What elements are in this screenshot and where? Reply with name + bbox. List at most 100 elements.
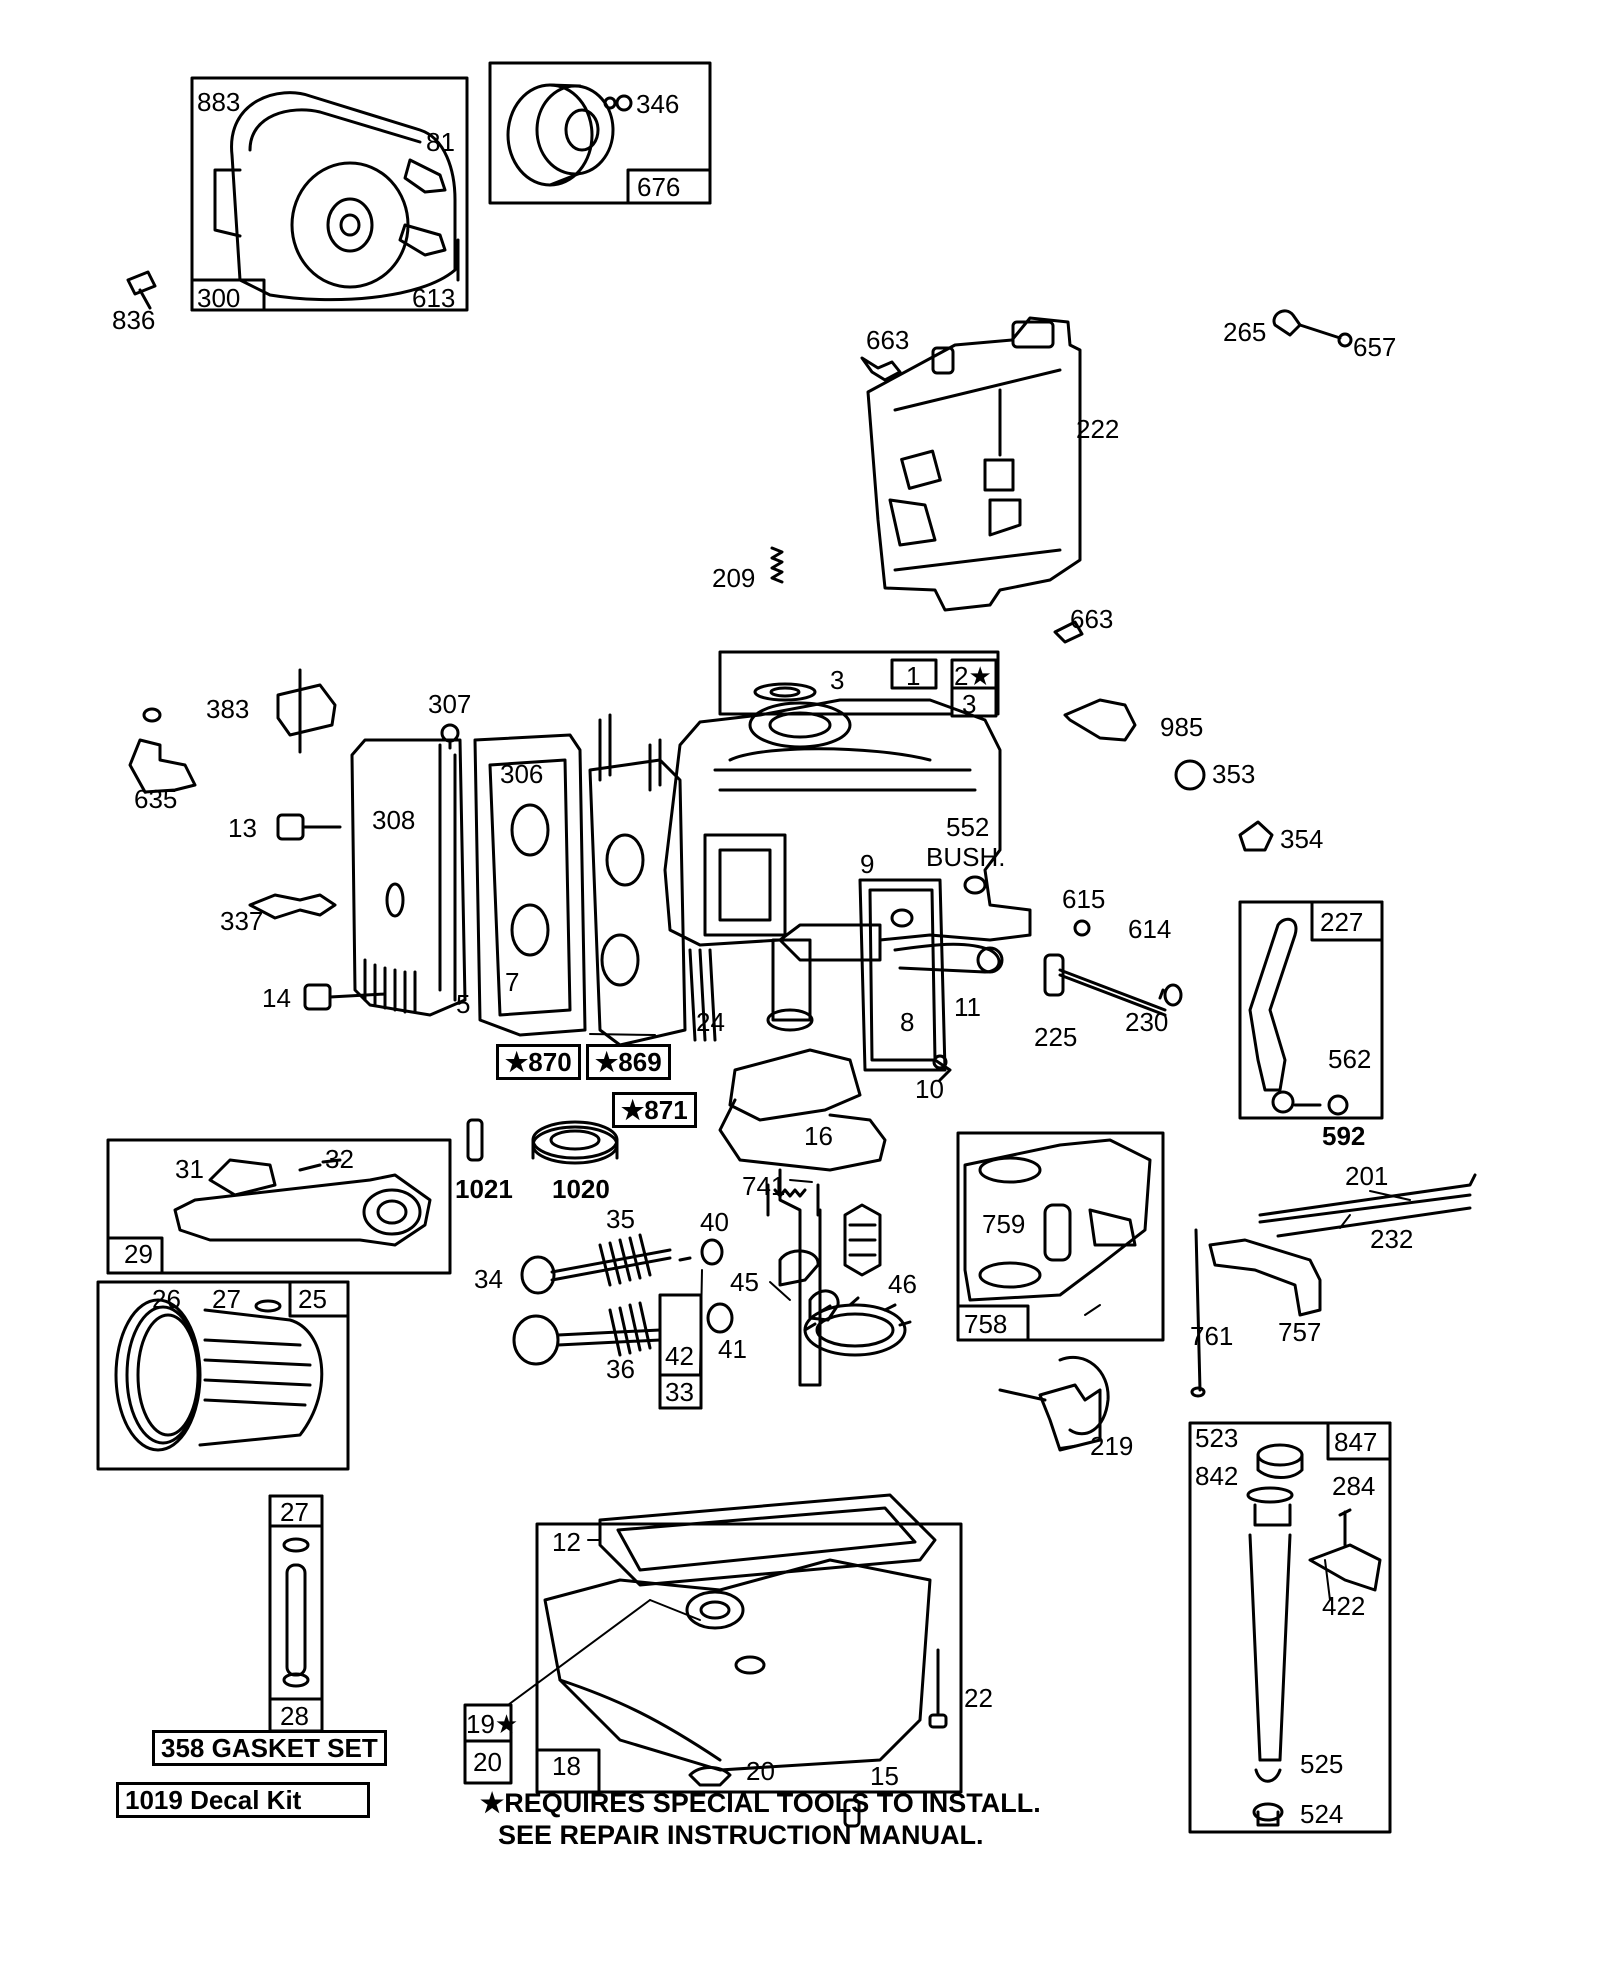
screw-836-drawing bbox=[126, 270, 157, 310]
part-label-8: 8 bbox=[900, 1007, 915, 1037]
part-label-32: 32 bbox=[325, 1144, 354, 1174]
group-box-flywheel bbox=[488, 61, 712, 205]
part-label-18: 18 bbox=[552, 1751, 581, 1781]
screws-663-drawing bbox=[860, 356, 1084, 644]
part-label-3-box: 3 bbox=[962, 689, 977, 719]
small-parts-right-drawing bbox=[1043, 698, 1274, 1017]
part-label-81: 81 bbox=[426, 127, 455, 157]
part-label-1020: 1020 bbox=[552, 1174, 610, 1204]
part-label-306: 306 bbox=[500, 759, 544, 789]
connecting-rod-drawing bbox=[173, 1158, 432, 1247]
group-box-bracket bbox=[956, 1131, 1165, 1342]
part-label-27-gasket: 27 bbox=[280, 1497, 309, 1527]
part-label-230: 230 bbox=[1125, 1007, 1169, 1037]
part-label-11: 11 bbox=[954, 992, 981, 1022]
part-label-16: 16 bbox=[804, 1121, 833, 1151]
part-label-761: 761 bbox=[1190, 1321, 1234, 1351]
special-tools-note-line-2: SEE REPAIR INSTRUCTION MANUAL. bbox=[498, 1820, 984, 1850]
part-label-209: 209 bbox=[712, 563, 756, 593]
part-label-985: 985 bbox=[1160, 712, 1204, 742]
governor-lever-drawing bbox=[1208, 1238, 1322, 1317]
part-label-524: 524 bbox=[1300, 1799, 1344, 1829]
cylinder-block-drawing bbox=[663, 682, 1032, 962]
part-label-19-star: 19★ bbox=[466, 1709, 519, 1739]
part-label-34: 34 bbox=[474, 1264, 503, 1294]
part-label-35: 35 bbox=[606, 1204, 635, 1234]
part-label-847: 847 bbox=[1334, 1427, 1378, 1457]
part-label-201: 201 bbox=[1345, 1161, 1389, 1191]
part-label-40: 40 bbox=[700, 1207, 729, 1237]
part-label-227: 227 bbox=[1320, 907, 1364, 937]
part-label-1019-decal-kit: 1019 Decal Kit bbox=[116, 1782, 370, 1818]
part-label-842: 842 bbox=[1195, 1461, 1239, 1491]
part-label-663-top: 663 bbox=[866, 325, 910, 355]
part-label-523: 523 bbox=[1195, 1423, 1239, 1453]
part-label-31: 31 bbox=[175, 1154, 204, 1184]
sump-drawing bbox=[543, 1493, 948, 1828]
part-label-20-bottom: 20 bbox=[746, 1756, 775, 1786]
link-rods-drawing bbox=[1190, 1173, 1477, 1398]
part-label-346: 346 bbox=[636, 89, 680, 119]
group-box-sump bbox=[463, 1522, 963, 1794]
part-label-592: 592 bbox=[1322, 1121, 1366, 1151]
head-bolts-drawing bbox=[248, 723, 460, 1011]
part-label-25: 25 bbox=[298, 1284, 327, 1314]
part-label-27-piston: 27 bbox=[212, 1284, 241, 1314]
part-label-354: 354 bbox=[1280, 824, 1324, 854]
part-label-635: 635 bbox=[134, 784, 178, 814]
part-label-9: 9 bbox=[860, 849, 875, 879]
crankshaft-drawing bbox=[718, 938, 887, 1387]
part-label-219: 219 bbox=[1090, 1431, 1134, 1461]
part-label-20-left: 20 bbox=[473, 1747, 502, 1777]
part-label-525: 525 bbox=[1300, 1749, 1344, 1779]
group-box-cylinder-top bbox=[718, 650, 1000, 718]
part-label-265: 265 bbox=[1223, 317, 1267, 347]
oil-seal-drawing bbox=[466, 1118, 619, 1165]
part-label-741: 741 bbox=[742, 1171, 786, 1201]
part-label-337: 337 bbox=[220, 906, 264, 936]
blower-housing-drawing bbox=[213, 91, 460, 302]
group-box-dipstick bbox=[1188, 1421, 1392, 1834]
part-label-15: 15 bbox=[870, 1761, 899, 1791]
part-label-3-top: 3 bbox=[830, 665, 845, 695]
part-label-10: 10 bbox=[915, 1074, 944, 1104]
gasket-set-drawing bbox=[282, 1537, 310, 1688]
part-label-870: ★870 bbox=[496, 1044, 581, 1080]
spring-209-drawing bbox=[770, 546, 784, 584]
part-label-869: ★869 bbox=[586, 1044, 671, 1080]
part-label-358-gasket-set: 358 GASKET SET bbox=[152, 1730, 387, 1766]
cylinder-heads-drawing bbox=[350, 713, 717, 1047]
part-label-42: 42 bbox=[665, 1341, 694, 1371]
leader-lines bbox=[507, 1033, 1411, 1706]
special-tools-note-line-1: ★REQUIRES SPECIAL TOOLS TO INSTALL. bbox=[480, 1788, 1041, 1818]
part-label-24: 24 bbox=[696, 1007, 725, 1037]
part-label-614: 614 bbox=[1128, 914, 1172, 944]
breather-assembly-drawing bbox=[858, 878, 1004, 1082]
part-383-drawing bbox=[276, 668, 337, 754]
dipstick-drawing bbox=[1246, 1443, 1382, 1827]
part-label-45: 45 bbox=[730, 1267, 759, 1297]
part-label-26: 26 bbox=[152, 1284, 181, 1314]
part-label-353: 353 bbox=[1212, 759, 1256, 789]
part-label-562: 562 bbox=[1328, 1044, 1372, 1074]
part-label-22: 22 bbox=[964, 1683, 993, 1713]
camshaft-drawing bbox=[778, 1203, 912, 1357]
governor-gear-drawing bbox=[998, 1355, 1110, 1452]
part-label-836: 836 bbox=[112, 305, 156, 335]
group-box-valves bbox=[658, 1293, 703, 1410]
part-label-28: 28 bbox=[280, 1701, 309, 1731]
part-label-29: 29 bbox=[124, 1239, 153, 1269]
governor-crank-drawing bbox=[1248, 917, 1349, 1116]
part-label-613: 613 bbox=[412, 283, 456, 313]
part-label-bush: BUSH. bbox=[926, 842, 1006, 872]
part-label-14: 14 bbox=[262, 983, 291, 1013]
bracket-758-drawing bbox=[963, 1138, 1152, 1302]
part-label-232: 232 bbox=[1370, 1224, 1414, 1254]
group-box-connecting-rod bbox=[106, 1138, 452, 1275]
part-label-383: 383 bbox=[206, 694, 250, 724]
part-label-871: ★871 bbox=[612, 1092, 697, 1128]
part-label-46: 46 bbox=[888, 1269, 917, 1299]
part-label-883: 883 bbox=[197, 87, 241, 117]
